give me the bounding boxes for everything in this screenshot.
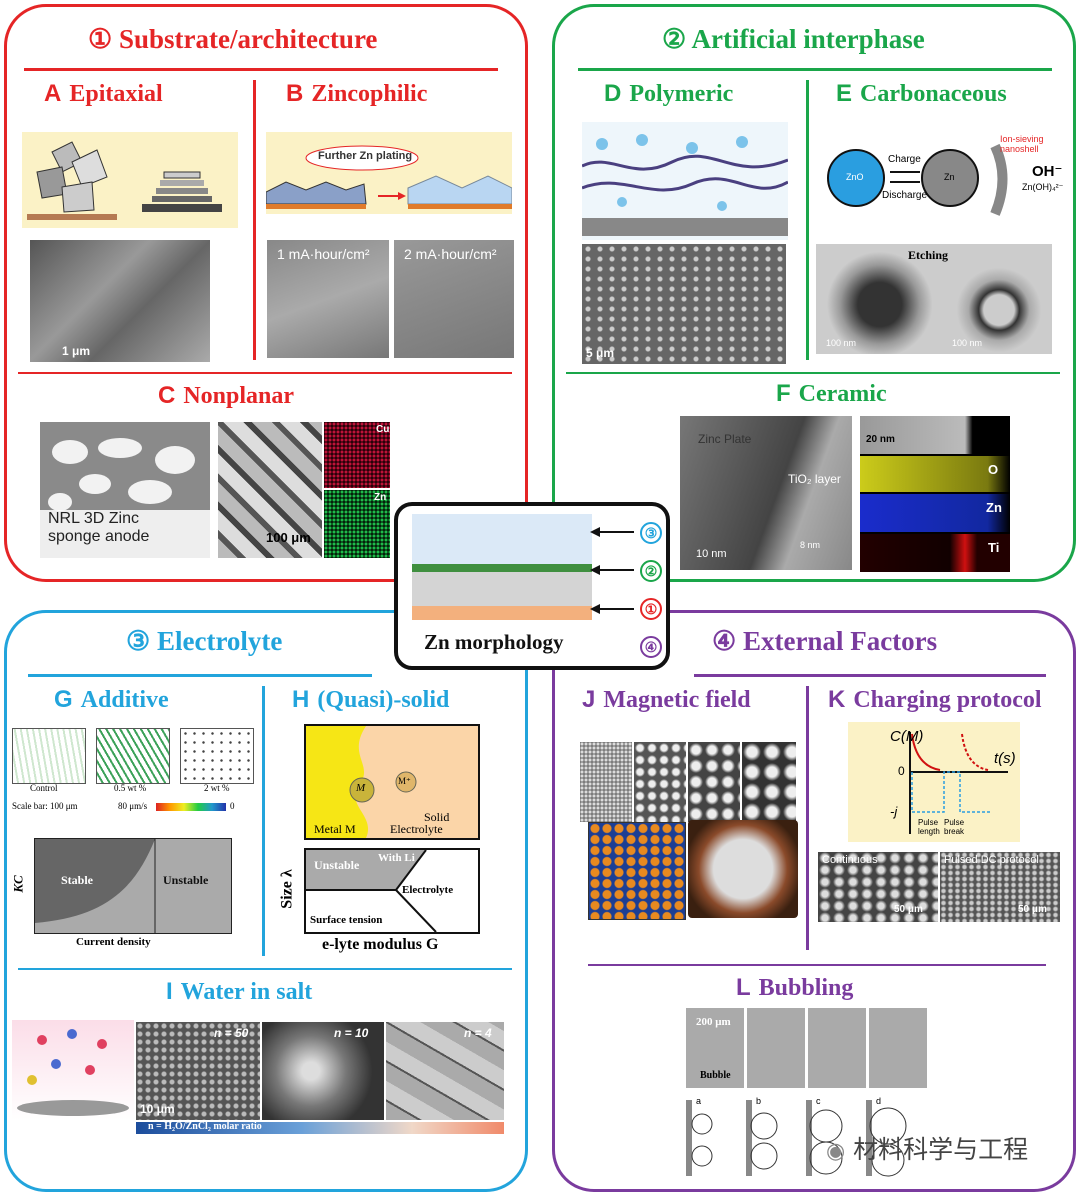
q1-title: ① Substrate/architecture xyxy=(88,24,378,54)
additive-img-2 xyxy=(96,728,170,784)
charging-plot: C(M) t(s) 0 -j Pulse length Pulse break xyxy=(848,722,1020,842)
layer-substrate xyxy=(412,606,592,620)
polymeric-schematic xyxy=(581,122,789,240)
q1-divider xyxy=(253,80,256,360)
bubbling-image-strip: 200 μm Bubble xyxy=(686,1008,930,1088)
marker-substrate: ① xyxy=(640,598,662,620)
q3-divider xyxy=(262,686,265,956)
continuous-sem: Continuous 50 μm xyxy=(818,852,938,922)
quasi-solid-schematic: M M⁺ Metal M Solid Electrolyte xyxy=(304,724,480,840)
zincophilic-sem-2: 2 mA·hour/cm² xyxy=(394,240,514,358)
center-title: Zn morphology xyxy=(424,630,564,654)
wis-sem-2: n = 10 xyxy=(262,1022,384,1120)
mesh-scale: 100 μm xyxy=(266,530,311,545)
layer-interphase-top xyxy=(412,564,592,572)
panel-h-title: H(Quasi)-solid xyxy=(292,686,450,713)
wechat-icon: ◉ xyxy=(826,1139,846,1164)
q4-divider xyxy=(806,686,809,950)
q4-title: ④ External Factors xyxy=(712,626,938,656)
bubble-schematic: a b c d xyxy=(682,1096,932,1180)
plating-bubble-label: Further Zn plating xyxy=(318,150,413,162)
zincophilic-sem-1: 1 mA·hour/cm² xyxy=(267,240,389,358)
magnetic-sem-strip xyxy=(580,742,796,822)
flow-colorbar xyxy=(156,803,226,811)
sem-2-label: 2 mA·hour/cm² xyxy=(404,246,497,262)
polymeric-sem: 5 μm xyxy=(582,244,786,364)
woven-mesh-sem: 100 μm xyxy=(218,422,322,558)
q2-rule-2 xyxy=(566,372,1060,374)
marker-electrolyte: ③ xyxy=(640,522,662,544)
q3-rule-2 xyxy=(18,968,512,970)
zn-map: Zn xyxy=(324,490,390,558)
cu-map: Cu xyxy=(324,422,390,488)
additive-img-3 xyxy=(180,728,254,784)
wis-sem-3: n = 4 xyxy=(386,1022,504,1120)
q2-rule xyxy=(578,68,1052,71)
q4-rule xyxy=(694,674,1046,677)
q1-rule-2 xyxy=(18,372,512,374)
hexagonal-lattice xyxy=(588,822,686,920)
polymeric-scale: 5 μm xyxy=(586,346,615,360)
etching-tem: Etching 100 nm 100 nm xyxy=(816,244,1052,354)
marker-external: ④ xyxy=(640,636,662,658)
scale-label: 1 μm xyxy=(62,344,91,358)
layer-arrows xyxy=(590,527,634,614)
q1-rule xyxy=(24,68,498,71)
wis-sem-1: n = 50 10 μm xyxy=(136,1022,260,1120)
ceramic-map: 20 nm O Zn Ti xyxy=(860,416,1010,572)
zn-morphology-box: ③ ② ① ④ Zn morphology xyxy=(394,502,670,670)
epitaxial-schematic xyxy=(22,132,238,228)
q4-rule-2 xyxy=(588,964,1046,966)
magnet-photo xyxy=(688,820,798,918)
epitaxial-sem: 1 μm xyxy=(30,240,210,362)
q2-divider xyxy=(806,80,809,360)
q3-title: ③ Electrolyte xyxy=(126,626,283,656)
layer-interphase xyxy=(412,572,592,606)
sponge-anode-image: NRL 3D Zinc sponge anode xyxy=(40,422,210,558)
additive-img-1 xyxy=(12,728,86,784)
zincophilic-schematic: Further Zn plating xyxy=(265,132,513,214)
watermark: ◉ 材料科学与工程 xyxy=(826,1135,1029,1164)
water-in-salt-schematic xyxy=(12,1020,134,1120)
pulsed-sem: Pulsed DC protocol 50 μm xyxy=(940,852,1060,922)
q2-title: ② Artificial interphase xyxy=(662,24,925,54)
ceramic-tem: Zinc Plate TiO₂ layer 8 nm 10 nm xyxy=(680,416,852,570)
sem-1-label: 1 mA·hour/cm² xyxy=(277,246,370,262)
stability-plot: Stable Unstable xyxy=(34,838,232,934)
phase-diagram: Unstable With Li Electrolyte Surface ten… xyxy=(304,848,480,934)
q3-rule xyxy=(28,674,372,677)
marker-interphase: ② xyxy=(640,560,662,582)
molar-ratio-bar: n = H₂O/ZnCl₂ molar ratio xyxy=(136,1121,504,1134)
sponge-caption: NRL 3D Zinc sponge anode xyxy=(40,510,210,558)
carbonaceous-schematic: ZnO Zn Charge Discharge Ion-sieving nano… xyxy=(820,126,1070,226)
layer-electrolyte xyxy=(412,514,592,572)
